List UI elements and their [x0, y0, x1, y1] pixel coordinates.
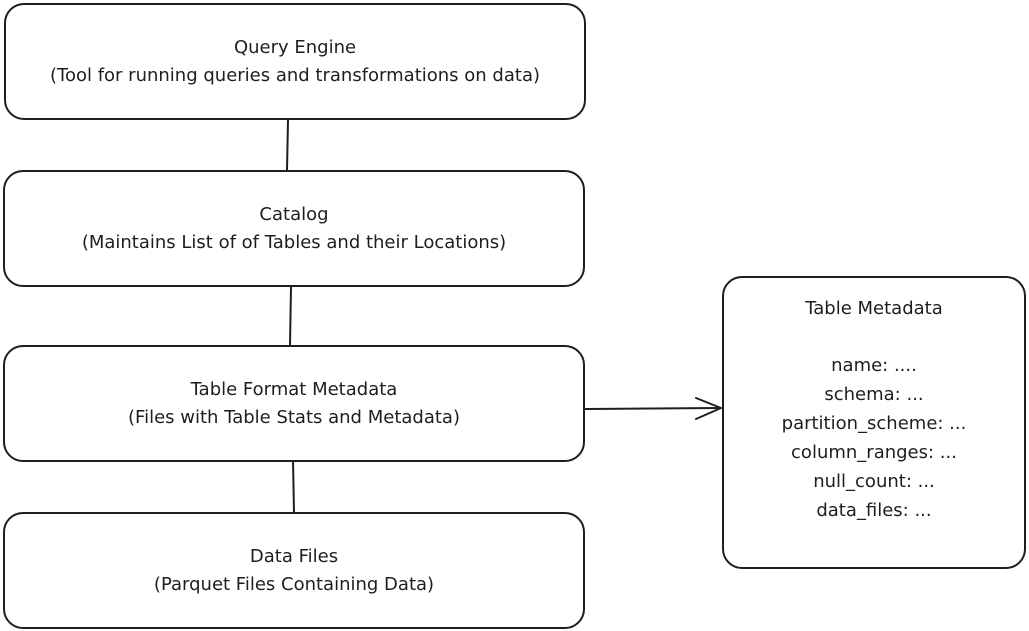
table-format-metadata-subtitle: (Files with Table Stats and Metadata)	[128, 406, 460, 428]
catalog-box[interactable]: Catalog (Maintains List of of Tables and…	[3, 170, 585, 287]
arrow-table-format-metadata-to-table-metadata	[584, 407, 721, 410]
data-files-subtitle: (Parquet Files Containing Data)	[153, 573, 435, 595]
data-files-title: Data Files	[249, 545, 339, 567]
metadata-field-column-ranges: column_ranges: ...	[791, 442, 957, 463]
metadata-field-partition-scheme: partition_scheme: ...	[781, 413, 967, 434]
connector-catalog-table-format-metadata	[289, 286, 292, 346]
catalog-title: Catalog	[259, 203, 329, 225]
arrowhead-icon	[695, 397, 722, 420]
connector-query-engine-catalog	[286, 119, 289, 171]
query-engine-title: Query Engine	[233, 36, 357, 58]
metadata-field-data-files: data_files: ...	[816, 500, 932, 521]
catalog-subtitle: (Maintains List of of Tables and their L…	[81, 231, 507, 253]
table-metadata-box[interactable]: Table Metadata name: .... schema: ... pa…	[722, 276, 1026, 569]
table-format-metadata-box[interactable]: Table Format Metadata (Files with Table …	[3, 345, 585, 462]
metadata-field-null-count: null_count: ...	[813, 471, 935, 492]
query-engine-box[interactable]: Query Engine (Tool for running queries a…	[4, 3, 586, 120]
data-files-box[interactable]: Data Files (Parquet Files Containing Dat…	[3, 512, 585, 629]
query-engine-subtitle: (Tool for running queries and transforma…	[50, 64, 540, 86]
metadata-field-name: name: ....	[831, 355, 917, 376]
metadata-field-schema: schema: ...	[824, 384, 924, 405]
table-format-metadata-title: Table Format Metadata	[190, 378, 398, 400]
table-metadata-title: Table Metadata	[805, 298, 943, 319]
connector-table-format-metadata-data-files	[292, 459, 295, 513]
